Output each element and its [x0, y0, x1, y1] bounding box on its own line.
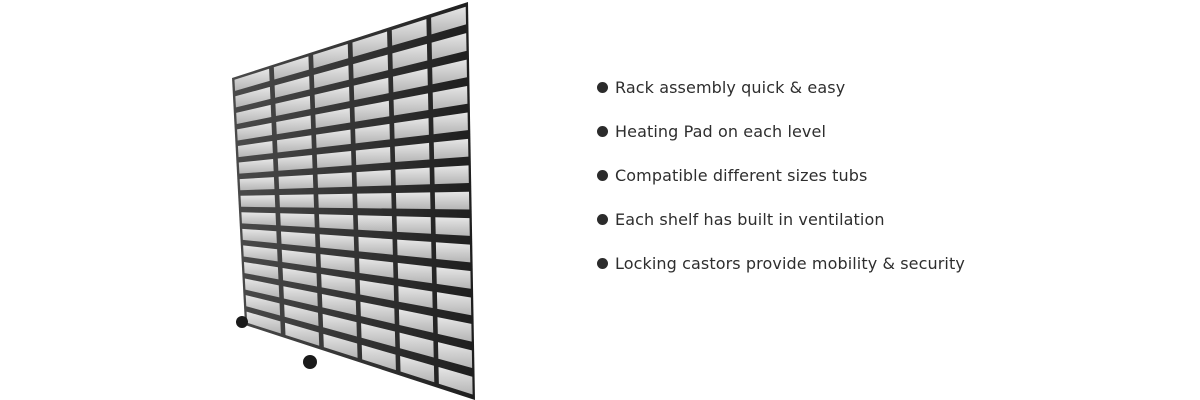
product-image: [150, 0, 490, 400]
feature-item: Rack assembly quick & easy: [597, 76, 965, 98]
feature-item: Compatible different sizes tubs: [597, 164, 965, 186]
feature-list: Rack assembly quick & easy Heating Pad o…: [597, 76, 965, 296]
feature-item: Heating Pad on each level: [597, 120, 965, 142]
feature-item: Locking castors provide mobility & secur…: [597, 252, 965, 274]
feature-label: Locking castors provide mobility & secur…: [615, 253, 965, 273]
rack-photo-icon: [232, 2, 475, 400]
bullet-dot-icon: [597, 81, 608, 93]
feature-label: Rack assembly quick & easy: [615, 77, 846, 97]
feature-item: Each shelf has built in ventilation: [597, 208, 965, 230]
feature-label: Each shelf has built in ventilation: [615, 209, 885, 229]
bullet-dot-icon: [597, 257, 608, 269]
bullet-dot-icon: [597, 169, 608, 181]
bullet-dot-icon: [597, 213, 608, 225]
feature-label: Compatible different sizes tubs: [615, 165, 868, 185]
feature-label: Heating Pad on each level: [615, 121, 826, 141]
bullet-dot-icon: [597, 125, 608, 137]
